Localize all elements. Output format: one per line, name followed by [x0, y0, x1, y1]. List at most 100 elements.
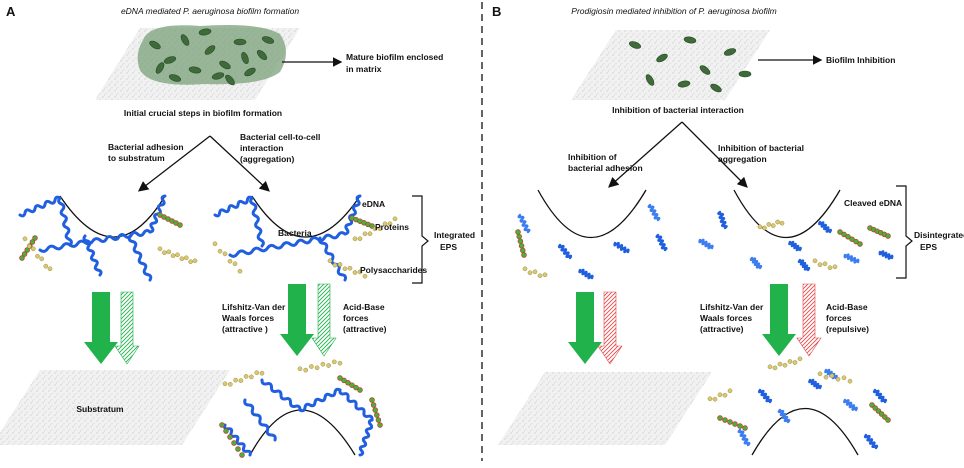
protein-bead	[885, 417, 891, 423]
protein-bead	[369, 223, 375, 229]
edna-strand	[863, 433, 879, 450]
protein-bead	[857, 241, 863, 247]
polysaccharide-bead	[722, 392, 728, 398]
ab-forces-b-line2: forces	[826, 313, 852, 323]
polysaccharide-bead	[832, 264, 838, 270]
bacterial-cell	[188, 66, 202, 74]
branch-right-b-line1: Inhibition of bacterial	[718, 143, 804, 153]
bacterial-cell	[155, 62, 165, 74]
polysaccharide-bead	[532, 269, 538, 275]
edna-strand	[878, 250, 894, 260]
substratum-b	[498, 372, 712, 445]
branch-left-b-line2: bacterial adhesion	[568, 163, 643, 173]
branch-left-line2: to substratum	[108, 153, 165, 163]
branch-right-line2: interaction	[240, 143, 283, 153]
protein-bead	[520, 247, 526, 254]
ab-forces-a-line1: Acid-Base	[343, 302, 385, 312]
protein-bead	[521, 252, 527, 258]
polysaccharide-bead	[188, 259, 193, 265]
edna-strand	[288, 231, 347, 247]
initial-steps-label: Initial crucial steps in biofilm formati…	[124, 108, 282, 118]
bacterium-cell-a-right	[251, 195, 361, 238]
arrow-ab-b-left	[597, 291, 623, 365]
polysaccharide-bead	[327, 258, 333, 264]
bacterium-cell-b-left	[537, 189, 647, 239]
bacterial-cell	[628, 41, 642, 49]
branch-right-b-line2: aggregation	[718, 154, 767, 164]
lw-forces-b-line2: Waals forces	[700, 313, 752, 323]
scattered-cells-b	[628, 36, 752, 93]
polysaccharide-bead	[787, 359, 793, 364]
branch-right-line3: (aggregation)	[240, 154, 294, 164]
bacterial-cell	[699, 65, 711, 75]
polysaccharide-bead	[314, 365, 320, 371]
polysaccharide-bead	[342, 266, 348, 272]
bacteria-label: Bacteria	[278, 228, 312, 238]
protein-bead	[19, 255, 25, 261]
inhibition-label: Biofilm Inhibition	[826, 55, 895, 65]
panel-b-title: Prodigiosin mediated inhibition of P. ae…	[571, 6, 776, 16]
bacterial-cell	[211, 72, 225, 80]
lw-forces-a-line1: Lifshitz-Van der	[222, 302, 286, 312]
edna-strand	[808, 378, 822, 390]
edna-strand	[18, 195, 62, 218]
polysaccharide-bead	[43, 263, 49, 269]
protein-bead	[737, 423, 743, 429]
polysaccharide-bead	[303, 367, 309, 373]
branch-arrow-left-a	[137, 135, 211, 192]
eps-network-a-bottom	[219, 359, 383, 458]
arrow-ab-b-right	[796, 283, 822, 357]
protein-bead	[853, 238, 859, 245]
polysaccharide-bead	[772, 365, 778, 371]
protein-bead	[516, 233, 522, 240]
polysaccharide-bead	[841, 375, 847, 381]
polysaccharide-bead	[162, 250, 167, 255]
polysaccharide-bead	[717, 392, 723, 398]
panel-a-title: eDNA mediated P. aeruginosa biofilm form…	[121, 6, 299, 16]
edna-strand	[249, 196, 265, 248]
protein-bead	[370, 402, 377, 408]
polysaccharide-bead	[337, 262, 343, 267]
substratum-label: Substratum	[76, 404, 124, 414]
polysaccharide-bead	[227, 258, 233, 264]
polysaccharide-bead	[392, 216, 398, 222]
mature-label-line1: Mature biofilm enclosed	[346, 52, 443, 62]
proteins-label: Proteins	[375, 222, 409, 232]
protein-bead	[515, 229, 521, 235]
polysaccharide-bead	[382, 221, 388, 227]
polysaccharide-bead	[352, 270, 358, 275]
polysaccharide-bead	[782, 362, 788, 368]
panel-a-letter: A	[6, 4, 16, 19]
polysaccharide-bead	[233, 377, 238, 383]
polysaccharide-bead	[762, 225, 767, 231]
protein-bead	[223, 428, 229, 434]
protein-bead	[353, 384, 359, 391]
edna-strand	[98, 229, 152, 243]
edna-strand	[757, 388, 773, 404]
polysaccharide-bead	[26, 243, 32, 249]
polysaccharide-bead	[212, 241, 218, 247]
polysaccharide-bead	[377, 226, 383, 231]
edna-strand	[213, 195, 254, 218]
polysaccharide-bead	[320, 361, 326, 367]
ab-forces-b-line1: Acid-Base	[826, 302, 868, 312]
edna-strand	[260, 378, 302, 412]
protein-bead	[341, 377, 347, 384]
polysaccharide-bead	[192, 258, 198, 264]
bacterial-cell	[656, 53, 668, 63]
protein-bead	[239, 452, 245, 458]
polysaccharide-bead	[39, 256, 45, 262]
polysaccharide-bead	[222, 381, 228, 387]
bacterial-cell	[219, 60, 231, 70]
polysaccharide-bead	[259, 370, 265, 376]
polysaccharide-bead	[30, 246, 36, 252]
arrow-lw-a-right	[280, 284, 314, 356]
bacterial-cell	[256, 49, 268, 61]
polysaccharide-bead	[326, 363, 331, 368]
polysaccharide-bead	[817, 262, 823, 268]
protein-bead	[375, 417, 382, 423]
edna-strand	[82, 234, 103, 277]
polysaccharide-bead	[222, 251, 228, 257]
polysaccharide-bead	[170, 253, 176, 258]
polysaccharide-bead	[47, 266, 53, 272]
